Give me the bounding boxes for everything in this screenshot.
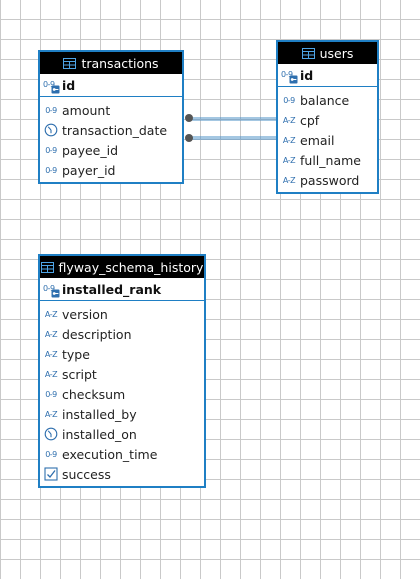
column-row[interactable]: 0-9 payee_id: [40, 140, 182, 160]
column-row[interactable]: 0-9 payer_id: [40, 160, 182, 180]
column-name: amount: [62, 102, 111, 118]
key-icon: [51, 82, 60, 97]
column-row[interactable]: A-Z installed_by: [40, 404, 204, 424]
key-icon: [51, 286, 60, 301]
column-name: balance: [300, 92, 350, 108]
column-row[interactable]: A-Z type: [40, 344, 204, 364]
column-row[interactable]: 0-9 checksum: [40, 384, 204, 404]
table-icon: [301, 47, 315, 59]
column-row[interactable]: A-Z description: [40, 324, 204, 344]
numeric-type-icon: 0-9: [281, 70, 293, 79]
column-name: email: [300, 132, 335, 148]
column-row[interactable]: 0-9 balance: [278, 90, 377, 110]
string-type-icon: A-Z: [44, 409, 58, 419]
column-name: type: [62, 346, 90, 362]
column-row[interactable]: A-Z version: [40, 304, 204, 324]
column-row[interactable]: A-Z email: [278, 130, 377, 150]
string-type-icon: A-Z: [282, 115, 296, 125]
column-name: payee_id: [62, 142, 119, 158]
column-row[interactable]: A-Z password: [278, 170, 377, 190]
datetime-type-icon: [43, 123, 59, 137]
column-row[interactable]: installed_on: [40, 424, 204, 444]
column-name: description: [62, 326, 132, 342]
column-name: checksum: [62, 386, 126, 402]
column-row[interactable]: A-Z cpf: [278, 110, 377, 130]
numeric-type-icon: 0-9: [283, 95, 295, 105]
primary-key-icon: 0-9: [43, 78, 60, 94]
numeric-type-icon: 0-9: [43, 80, 55, 89]
column-name: installed_rank: [62, 281, 162, 297]
entity-title: flyway_schema_history: [58, 259, 204, 275]
datetime-type-icon: [43, 427, 59, 441]
string-type-icon: A-Z: [44, 369, 58, 379]
column-row[interactable]: 0-9 execution_time: [40, 444, 204, 464]
relationship-payee[interactable]: [185, 114, 276, 122]
entity-header[interactable]: transactions: [40, 52, 182, 74]
string-type-icon: A-Z: [282, 135, 296, 145]
numeric-type-icon: 0-9: [45, 165, 57, 175]
string-type-icon: A-Z: [44, 309, 58, 319]
relationship-payer[interactable]: [185, 134, 276, 142]
column-row[interactable]: A-Z full_name: [278, 150, 377, 170]
column-name: payer_id: [62, 162, 116, 178]
table-icon: [63, 57, 77, 69]
column-name: installed_on: [62, 426, 137, 442]
column-row[interactable]: transaction_date: [40, 120, 182, 140]
entity-title: users: [319, 45, 354, 61]
string-type-icon: A-Z: [44, 329, 58, 339]
column-name: installed_by: [62, 406, 137, 422]
column-row[interactable]: A-Z script: [40, 364, 204, 384]
entity-flyway-schema-history[interactable]: flyway_schema_history 0-9 installed_rank…: [38, 254, 206, 488]
column-name: full_name: [300, 152, 361, 168]
string-type-icon: A-Z: [44, 349, 58, 359]
column-row[interactable]: 0-9 amount: [40, 100, 182, 120]
primary-key-row[interactable]: 0-9 installed_rank: [40, 278, 204, 301]
column-name: script: [62, 366, 97, 382]
column-name: success: [62, 466, 111, 482]
entity-title: transactions: [81, 55, 159, 71]
column-name: id: [300, 67, 314, 83]
numeric-type-icon: 0-9: [45, 389, 57, 399]
column-name: version: [62, 306, 108, 322]
entity-transactions[interactable]: transactions 0-9 id 0-9 amount transaction…: [38, 50, 184, 184]
numeric-type-icon: 0-9: [45, 449, 57, 459]
column-list: 0-9 amount transaction_date 0-9 payee_id 0-9 p…: [40, 97, 182, 180]
table-icon: [40, 261, 54, 273]
string-type-icon: A-Z: [282, 155, 296, 165]
column-row[interactable]: success: [40, 464, 204, 484]
entity-header[interactable]: flyway_schema_history: [40, 256, 204, 278]
numeric-type-icon: 0-9: [45, 105, 57, 115]
column-name: id: [62, 77, 76, 93]
numeric-type-icon: 0-9: [45, 145, 57, 155]
column-name: execution_time: [62, 446, 158, 462]
key-icon: [289, 72, 298, 87]
primary-key-icon: 0-9: [43, 282, 60, 298]
primary-key-row[interactable]: 0-9 id: [40, 74, 182, 97]
column-name: transaction_date: [62, 122, 168, 138]
string-type-icon: A-Z: [282, 175, 296, 185]
boolean-type-icon: [43, 467, 59, 481]
primary-key-row[interactable]: 0-9 id: [278, 64, 377, 87]
column-name: cpf: [300, 112, 320, 128]
entity-header[interactable]: users: [278, 42, 377, 64]
column-name: password: [300, 172, 360, 188]
primary-key-icon: 0-9: [281, 68, 298, 84]
numeric-type-icon: 0-9: [43, 284, 55, 293]
